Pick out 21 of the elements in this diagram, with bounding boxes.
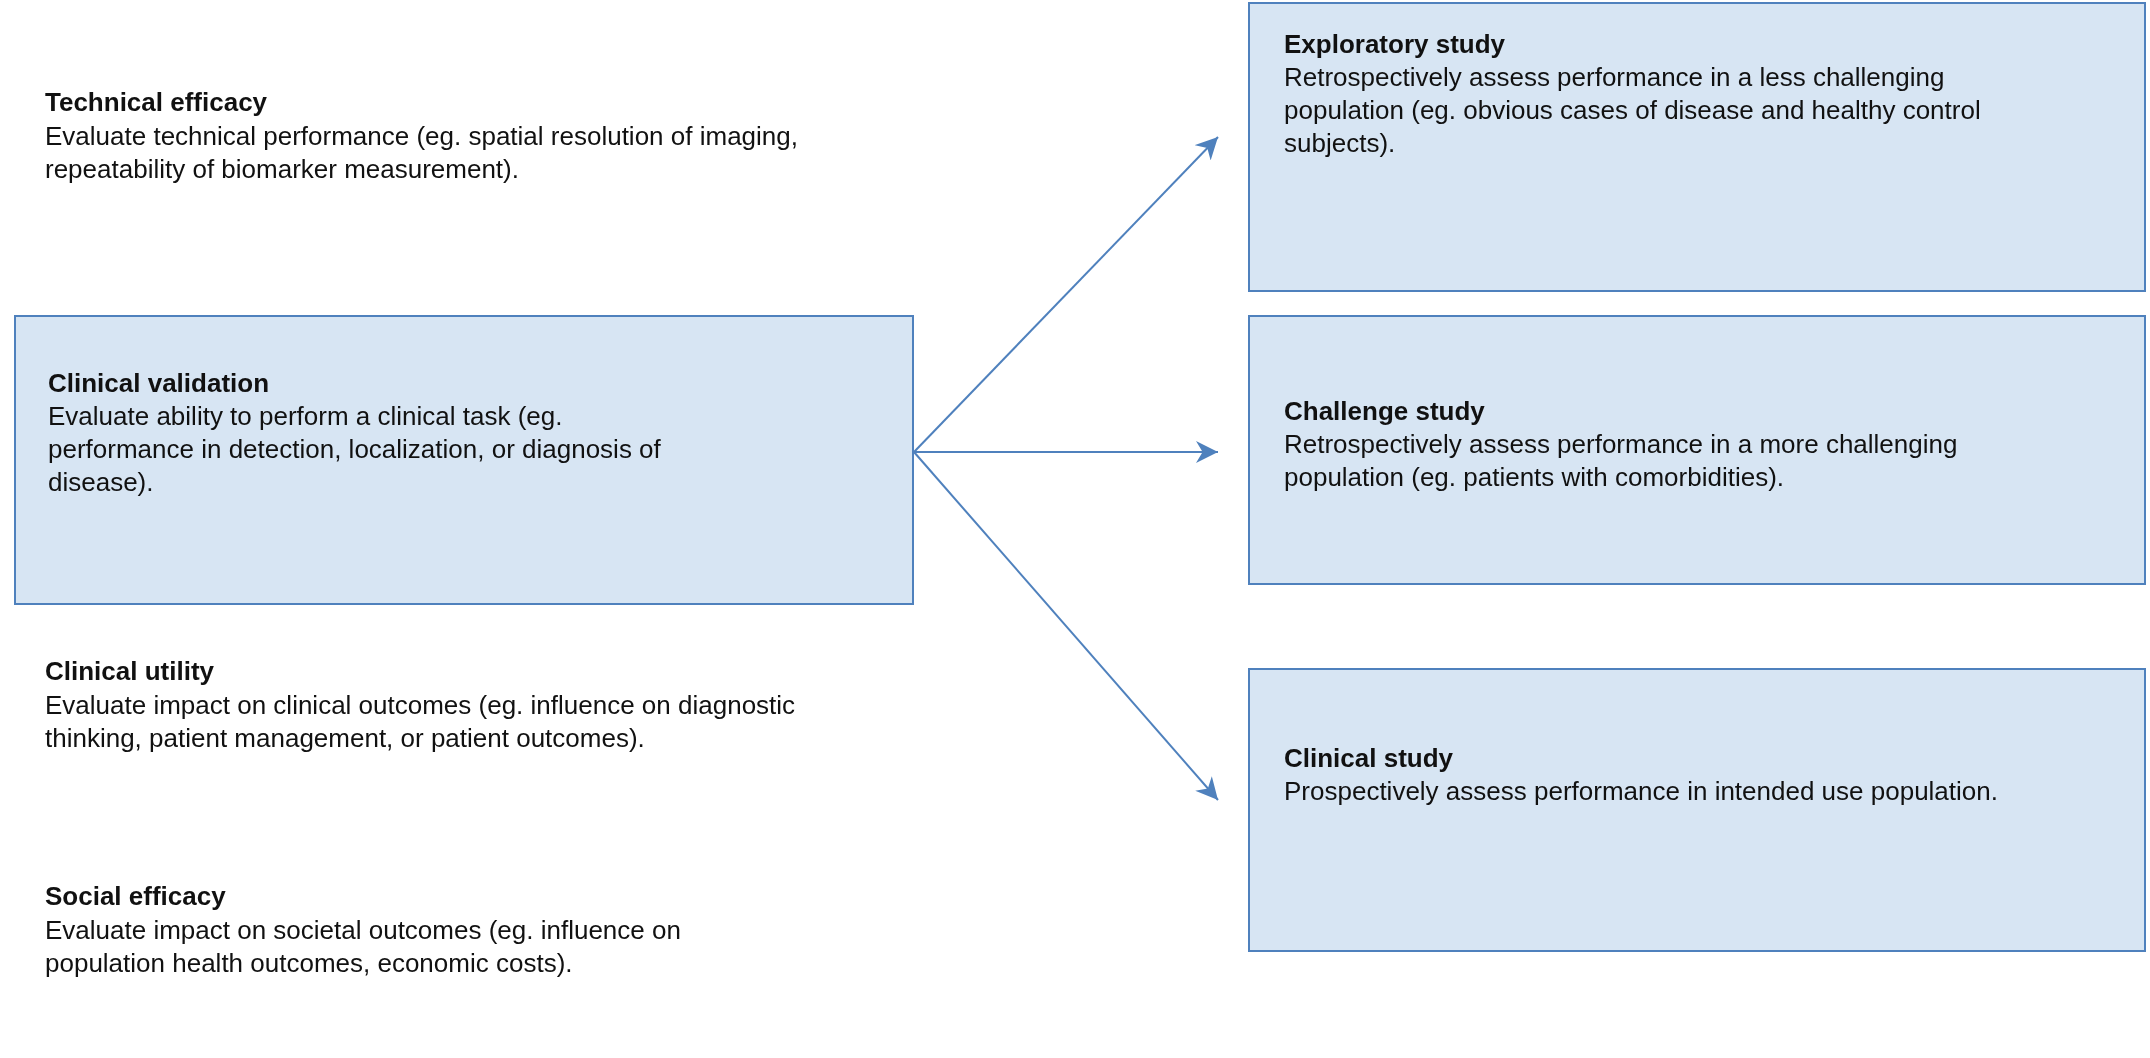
box-description: Retrospectively assess performance in a less challenging population (eg. obvious cases of disease and healthy control subjects). xyxy=(1284,61,1982,160)
process-box xyxy=(14,315,914,605)
arrow xyxy=(913,441,1219,463)
box-heading: Clinical validation xyxy=(48,367,271,400)
section-description: Evaluate impact on clinical outcomes (eg. influence on diagnostic thinking, patient management, or patient outcomes). xyxy=(45,689,797,755)
box-heading: Challenge study xyxy=(1284,395,1486,428)
process-box xyxy=(1248,2,2146,292)
box-description: Evaluate ability to perform a clinical task (eg. performance in detection, localization, or diagnosis of disease). xyxy=(48,400,662,499)
process-box xyxy=(1248,315,2146,585)
box-description: Retrospectively assess performance in a more challenging population (eg. patients with comorbidities). xyxy=(1284,428,1959,494)
box-heading: Exploratory study xyxy=(1284,28,1507,61)
arrow xyxy=(913,451,1219,801)
box-description: Prospectively assess performance in intended use population. xyxy=(1284,775,1999,808)
box-heading: Clinical study xyxy=(1284,742,1455,775)
section-heading: Social efficacy xyxy=(45,880,227,913)
process-box xyxy=(1248,668,2146,952)
arrow xyxy=(913,136,1219,453)
section-description: Evaluate technical performance (eg. spatial resolution of imaging, repeatability of biomarker measurement). xyxy=(45,120,799,186)
section-heading: Technical efficacy xyxy=(45,86,269,119)
section-heading: Clinical utility xyxy=(45,655,216,688)
section-description: Evaluate impact on societal outcomes (eg. influence on population health outcomes, economic costs). xyxy=(45,914,682,980)
